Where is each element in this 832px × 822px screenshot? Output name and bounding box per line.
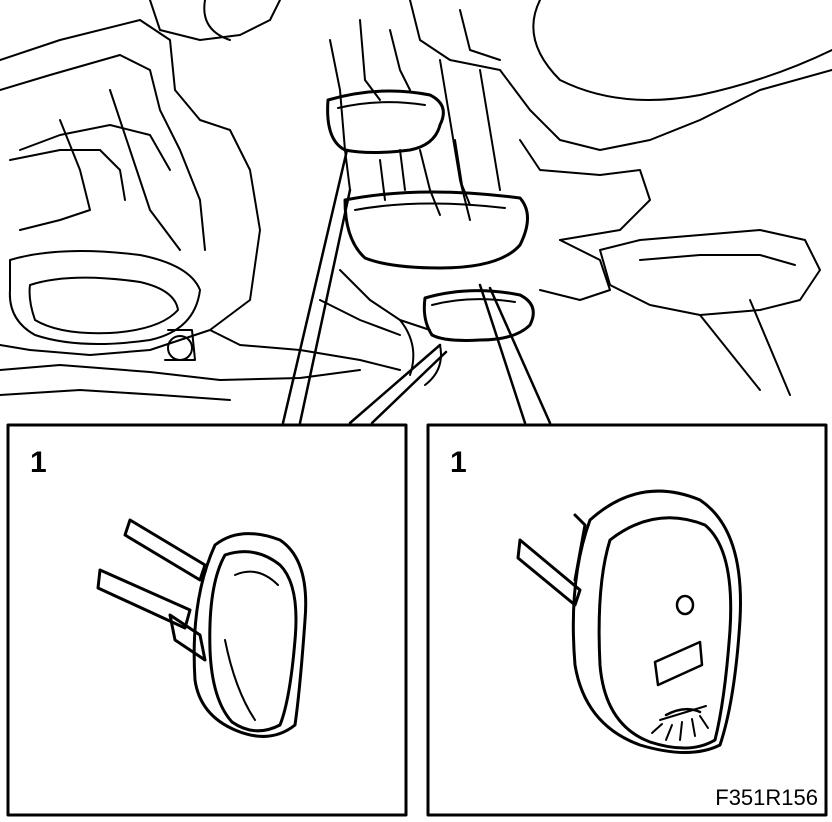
- callout-number-left: 1: [30, 446, 47, 479]
- figure-reference: F351R156: [715, 785, 818, 810]
- detail-box-right: [426, 423, 828, 817]
- dashboard-overview: [0, 0, 832, 401]
- instrument-light-switch-icon: [516, 489, 742, 754]
- callout-number-right: 1: [450, 446, 467, 479]
- leader-lines: [281, 148, 552, 425]
- detail-box-left: [6, 423, 408, 817]
- rocker-switch-icon: [96, 518, 308, 738]
